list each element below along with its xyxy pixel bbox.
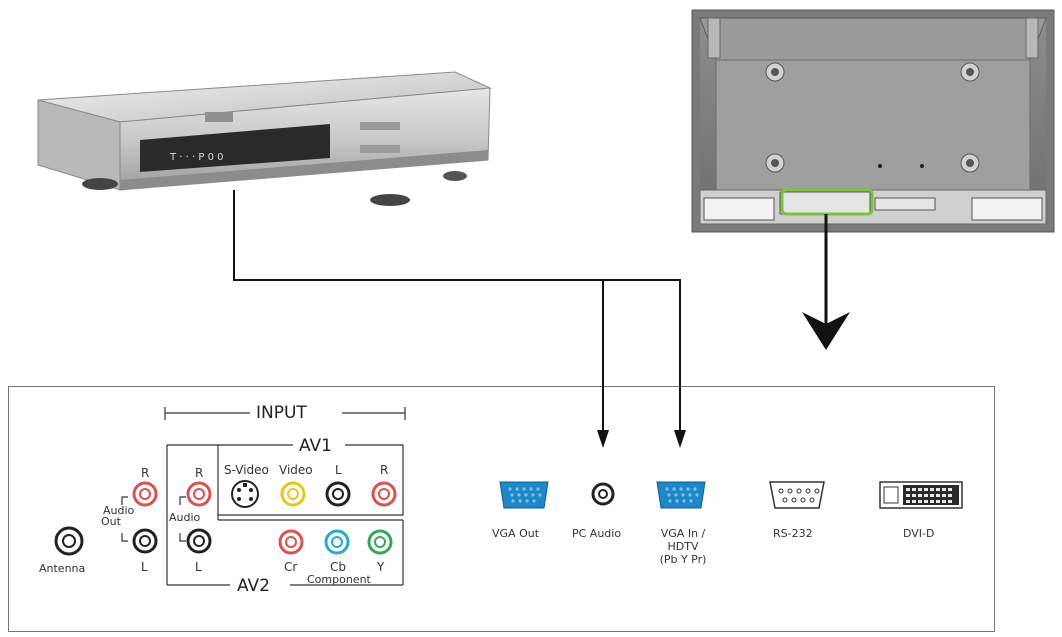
connection-cable xyxy=(233,190,681,440)
av2-audio-l-jack xyxy=(186,528,212,554)
audio-out-label: Audio Out xyxy=(101,504,135,528)
vcr-device-icon: T · · · P 0 0 xyxy=(37,71,492,206)
av2-audio-r-jack xyxy=(186,481,212,507)
rs232-label: RS-232 xyxy=(773,527,813,540)
down-arrow-icon xyxy=(802,214,850,350)
rs232-connector xyxy=(769,481,825,509)
input-bracket xyxy=(164,407,406,420)
svideo-jack xyxy=(231,480,259,508)
pc-audio-label: PC Audio xyxy=(572,527,622,540)
component-cr-jack xyxy=(278,529,304,555)
audio-out-r-label: R xyxy=(141,466,150,480)
av1-title: AV1 xyxy=(299,436,332,456)
vga-out-connector xyxy=(499,481,549,509)
av2-audio-label: Audio xyxy=(169,511,201,524)
av2-title: AV2 xyxy=(237,576,270,596)
arrow-head-vga-in xyxy=(674,430,686,448)
av1-video-jack xyxy=(280,481,306,507)
vga-in-connector xyxy=(656,481,706,509)
av1-audio-l-jack xyxy=(325,481,351,507)
input-title: INPUT xyxy=(256,403,307,423)
av1-r-label: R xyxy=(380,463,389,477)
component-y-jack xyxy=(367,529,393,555)
audio-out-r-jack xyxy=(132,481,158,507)
audio-out-l-label: L xyxy=(141,560,148,574)
antenna-jack xyxy=(54,526,84,556)
antenna-label: Antenna xyxy=(39,562,86,575)
av1-audio-r-jack xyxy=(371,481,397,507)
av2-box xyxy=(166,444,404,586)
component-cb-jack xyxy=(324,529,350,555)
video-label: Video xyxy=(279,463,313,477)
dvid-label: DVI-D xyxy=(903,527,935,540)
vga-in-label: VGA In / HDTV (Pb Y Pr) xyxy=(659,527,707,566)
av2-audio-r-label: R xyxy=(195,466,204,480)
av1-l-label: L xyxy=(335,463,342,477)
tv-rear-view-icon xyxy=(691,9,1055,233)
audio-out-l-jack xyxy=(132,528,158,554)
arrow-head-pc-audio xyxy=(597,430,609,448)
dvid-connector xyxy=(879,481,963,509)
component-cr-label: Cr xyxy=(284,560,298,574)
svideo-label: S-Video xyxy=(224,463,269,477)
component-y-label: Y xyxy=(377,560,385,574)
pc-audio-jack xyxy=(591,482,615,506)
svg-text:T · · · P 0 0: T · · · P 0 0 xyxy=(169,152,223,163)
component-cb-label: Cb xyxy=(330,560,346,574)
av2-audio-l-label: L xyxy=(195,560,202,574)
vga-out-label: VGA Out xyxy=(492,527,540,540)
component-label: Component xyxy=(307,573,371,586)
